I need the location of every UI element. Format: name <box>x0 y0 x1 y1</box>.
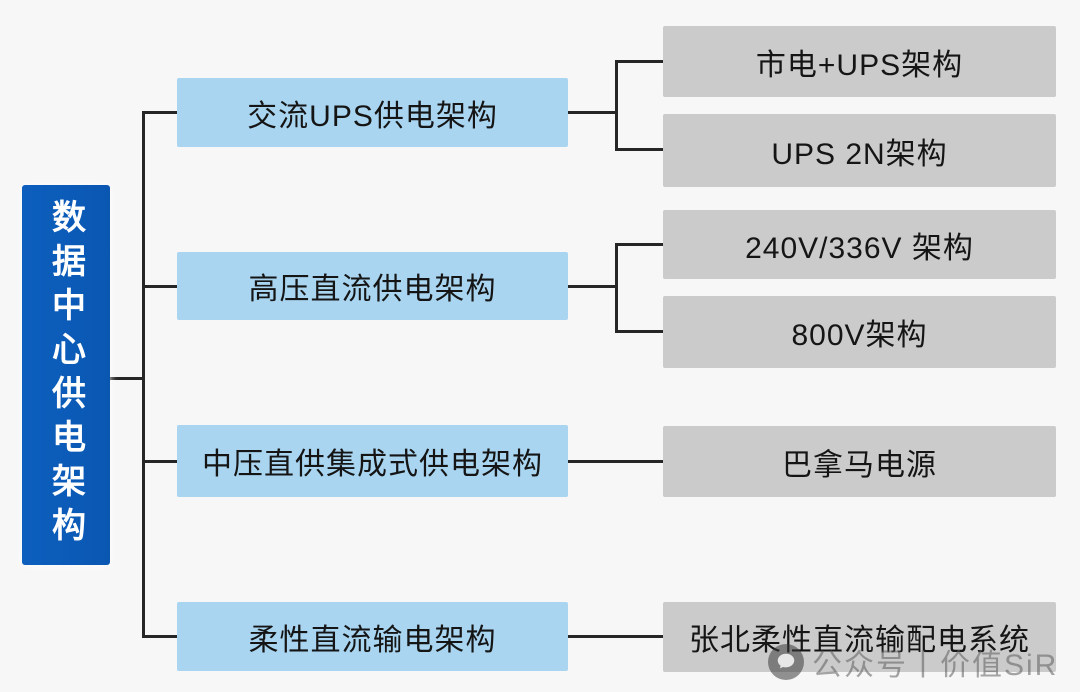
connector-branch-2 <box>142 285 178 288</box>
leaf-node-zhangbei-system: 张北柔性直流输配电系统 <box>663 602 1056 672</box>
branch-node-ac-ups: 交流UPS供电架构 <box>177 78 568 147</box>
connector-right-trunk-2 <box>615 243 618 333</box>
branch-node-flexible-dc: 柔性直流输电架构 <box>177 602 568 671</box>
leaf-node-mains-plus-ups: 市电+UPS架构 <box>663 26 1056 97</box>
connector-branch-2-out <box>568 285 617 288</box>
leaf-node-ups-2n: UPS 2N架构 <box>663 114 1056 187</box>
leaf-node-240v-336v: 240V/336V 架构 <box>663 210 1056 279</box>
connector-branch-3 <box>142 460 178 463</box>
branch-node-hvdc: 高压直流供电架构 <box>177 252 568 320</box>
connector-leaf-2b <box>615 330 663 333</box>
connector-leaf-2a <box>615 243 663 246</box>
connector-root-to-trunk <box>110 377 144 380</box>
connector-leaf-1b <box>615 148 663 151</box>
connector-branch-4 <box>142 635 178 638</box>
leaf-node-panama-power: 巴拿马电源 <box>663 426 1056 497</box>
connector-left-trunk <box>142 111 145 638</box>
connector-branch-1-out <box>568 111 617 114</box>
branch-node-mv-direct-integrated: 中压直供集成式供电架构 <box>177 425 568 497</box>
connector-branch-1 <box>142 111 178 114</box>
leaf-node-800v: 800V架构 <box>663 296 1056 368</box>
connector-leaf-4 <box>568 635 663 638</box>
root-node-datacenter-power-architecture: 数据中心供电架构 <box>22 185 110 565</box>
connector-leaf-3 <box>568 460 663 463</box>
connector-leaf-1a <box>615 60 663 63</box>
connector-right-trunk-1 <box>615 60 618 151</box>
